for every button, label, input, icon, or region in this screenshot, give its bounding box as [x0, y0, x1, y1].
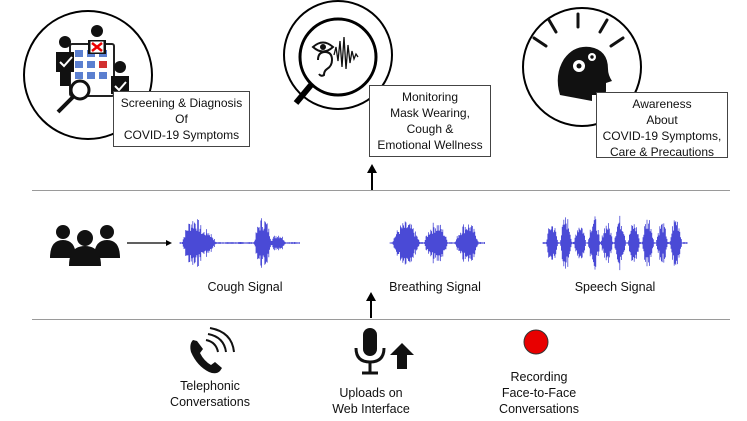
uploads-line-1: Uploads on: [339, 386, 403, 400]
awareness-line-3: COVID-19 Symptoms,: [602, 129, 722, 143]
cough-trace: [179, 218, 300, 268]
recording-line-2: Face-to-Face: [501, 386, 577, 400]
screening-line-2: Of: [175, 112, 188, 126]
uploads-label: Uploads on Web Interface: [316, 385, 426, 417]
screening-line-3: COVID-19 Symptoms: [123, 128, 240, 142]
screening-line-1: Screening & Diagnosis: [120, 96, 243, 110]
awareness-line-4: Care & Precautions: [609, 145, 715, 159]
telephonic-line-1: Telephonic: [180, 379, 240, 393]
monitoring-line-3: Cough &: [406, 122, 454, 136]
upper-divider: [32, 190, 730, 191]
speech-signal-label: Speech Signal: [574, 280, 656, 294]
monitoring-line-4: Emotional Wellness: [377, 138, 483, 152]
telephonic-label: Telephonic Conversations: [155, 378, 265, 410]
awareness-line-1: Awareness: [632, 97, 692, 111]
cough-signal-label: Cough Signal: [207, 280, 283, 294]
recording-line-3: Conversations: [499, 402, 579, 416]
recording-line-1: Recording: [510, 370, 568, 384]
breathing-trace: [389, 221, 485, 265]
awareness-line-2: About: [646, 113, 678, 127]
recording-label: Recording Face-to-Face Conversations: [484, 369, 594, 417]
uploads-line-2: Web Interface: [332, 402, 410, 416]
breathing-signal-label: Breathing Signal: [389, 280, 481, 294]
monitoring-box: Monitoring Mask Wearing, Cough & Emotion…: [369, 85, 491, 157]
screening-box: Screening & Diagnosis Of COVID-19 Sympto…: [113, 91, 250, 147]
monitoring-line-2: Mask Wearing,: [390, 106, 470, 120]
lower-divider: [32, 319, 730, 320]
awareness-box: Awareness About COVID-19 Symptoms, Care …: [596, 92, 728, 159]
speech-trace: [542, 215, 688, 271]
monitoring-line-1: Monitoring: [401, 90, 459, 104]
telephonic-line-2: Conversations: [170, 395, 250, 409]
